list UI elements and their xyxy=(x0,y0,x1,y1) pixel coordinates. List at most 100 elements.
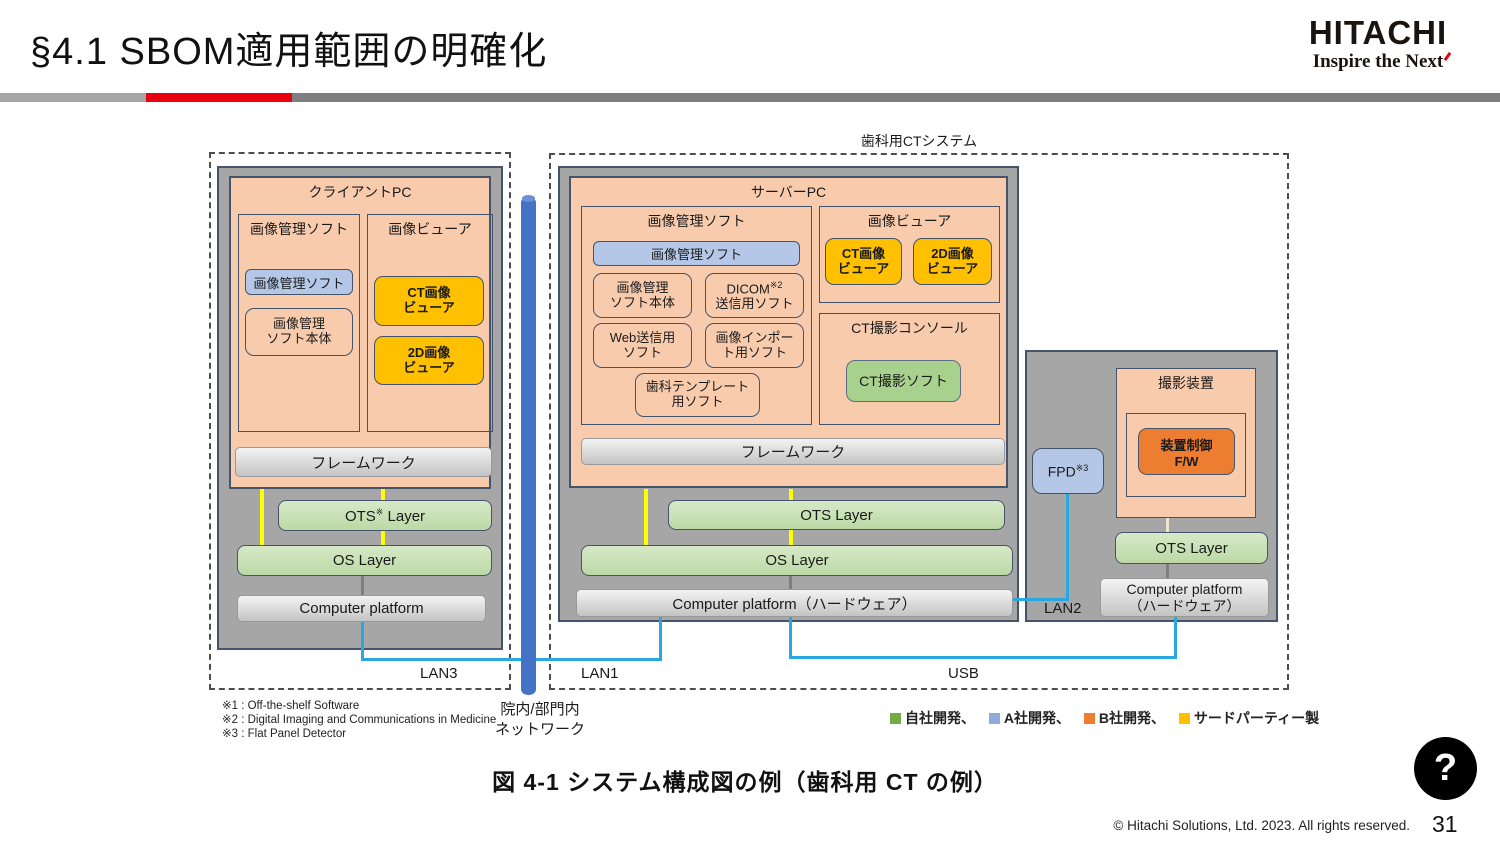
server-framework-box: フレームワーク xyxy=(581,438,1005,465)
lan3-lan1-line-horizontal xyxy=(361,658,662,661)
server-image-mgmt-main-box: 画像管理 ソフト本体 xyxy=(593,273,692,318)
client-image-viewer-group: 画像ビューア xyxy=(367,214,493,432)
client-platform-box: Computer platform xyxy=(237,595,486,622)
server-dental-template-l2: 用ソフト xyxy=(671,394,724,409)
legend-swatch-inhouse xyxy=(890,713,901,724)
client-image-mgmt-main-l1: 画像管理 xyxy=(272,316,325,332)
server-platform-box: Computer platform（ハードウェア） xyxy=(576,589,1013,617)
legend-label-thirdparty: サードパーティー製 xyxy=(1193,710,1320,726)
usb-line-vertical-right xyxy=(1174,617,1177,659)
question-mark-icon: ? xyxy=(1433,747,1458,789)
device-control-fw-box: 装置制御 F/W xyxy=(1138,428,1235,475)
legend-swatch-company-b xyxy=(1083,713,1095,724)
device-fpd-footnote-mark: ※3 xyxy=(1075,462,1089,473)
fpd-line-vertical xyxy=(1066,494,1069,601)
server-framework-label: フレームワーク xyxy=(740,444,846,461)
client-ots-label-suffix: Layer xyxy=(383,507,426,525)
hospital-network-label-l1: 院内/部門内 xyxy=(500,701,580,718)
header-bar-dark xyxy=(292,93,1500,102)
server-image-mgmt-main-l1: 画像管理 xyxy=(616,279,669,295)
usb-label: USB xyxy=(948,665,979,682)
server-2d-viewer-l1: 2D画像 xyxy=(931,245,974,261)
hitachi-logo: HITACHI Inspire the Next xyxy=(1283,16,1473,73)
lan2-label: LAN2 xyxy=(1044,600,1082,617)
lan1-label: LAN1 xyxy=(581,665,619,682)
system-label: 歯科用CTシステム xyxy=(860,133,978,149)
device-ots-label: OTS Layer xyxy=(1155,539,1228,557)
device-connector-cream xyxy=(1166,518,1169,532)
fpd-line-horizontal xyxy=(1013,598,1069,601)
hospital-network-label-l2: ネットワーク xyxy=(494,721,585,739)
client-ots-label: OTS xyxy=(344,507,376,525)
usb-line-vertical-left xyxy=(789,617,792,659)
client-2d-viewer-l2: ビューア xyxy=(403,359,455,375)
client-2d-viewer-l1: 2D画像 xyxy=(407,344,451,360)
lan3-label: LAN3 xyxy=(420,665,458,682)
client-ct-viewer-box: CT画像 ビューア xyxy=(374,276,484,326)
device-platform-l2: （ハードウェア） xyxy=(1128,597,1241,614)
server-ct-console-group: CT撮影コンソール xyxy=(819,313,1000,425)
server-image-mgmt-group: 画像管理ソフト xyxy=(581,206,812,425)
hospital-network-label: 院内/部門内 ネットワーク xyxy=(465,700,615,741)
logo-tagline: Inspire the Next xyxy=(1312,51,1444,72)
figure-caption: 図 4-1 システム構成図の例（歯科用 CT の例） xyxy=(492,769,998,795)
system-dashed-boundary xyxy=(549,153,1289,690)
server-image-mgmt-soft-label: 画像管理ソフト xyxy=(650,247,742,262)
server-ct-viewer-box: CT画像 ビューア xyxy=(825,238,902,285)
device-inner-box xyxy=(1126,413,1246,497)
server-image-import-l2: ト用ソフト xyxy=(721,344,787,360)
legend-swatch-company-a xyxy=(988,713,1000,724)
server-dental-template-box: 歯科テンプレート 用ソフト xyxy=(635,373,760,417)
server-image-import-box: 画像インポー ト用ソフト xyxy=(705,323,804,368)
server-dicom-l1: DICOM xyxy=(726,281,770,297)
client-framework-box: フレームワーク xyxy=(235,447,492,477)
footnotes: ※1 : Off-the-shelf Software ※2 : Digital… xyxy=(222,699,496,741)
server-web-send-l1: Web送信用 xyxy=(609,329,676,345)
client-connector-gray xyxy=(361,576,364,595)
lan3-line-vertical xyxy=(361,622,364,661)
server-ct-console-label: CT撮影コンソール xyxy=(851,320,968,336)
server-dicom-box: DICOM※2 送信用ソフト xyxy=(705,273,804,318)
usb-line-horizontal xyxy=(789,656,1177,659)
client-ots-layer-box: OTS※ Layer xyxy=(278,500,492,531)
server-image-viewer-group-label: 画像ビューア xyxy=(867,213,952,229)
device-capture-unit-label: 撮影装置 xyxy=(1158,375,1214,391)
client-dashed-boundary xyxy=(209,152,511,690)
client-pc-title: クライアントPC xyxy=(308,184,412,200)
legend-label-inhouse: 自社開発、 xyxy=(905,710,975,726)
server-image-mgmt-group-label: 画像管理ソフト xyxy=(647,213,746,229)
footnote-3: ※3 : Flat Panel Detector xyxy=(222,728,347,741)
client-platform-label: Computer platform xyxy=(299,600,424,617)
server-2d-viewer-l2: ビューア xyxy=(926,260,979,276)
page-title: §4.1 SBOM適用範囲の明確化 xyxy=(30,31,548,73)
footnote-2: ※2 : Digital Imaging and Communications … xyxy=(222,714,497,727)
server-os-label: OS Layer xyxy=(765,552,829,569)
server-ct-capture-soft-label: CT撮影ソフト xyxy=(859,373,948,389)
server-ct-viewer-l1: CT画像 xyxy=(841,245,886,261)
client-ct-viewer-l1: CT画像 xyxy=(407,285,451,301)
client-connector-yellow-left xyxy=(260,489,264,546)
server-image-import-l1: 画像インポー xyxy=(715,329,794,345)
device-connector-gray xyxy=(1166,564,1169,578)
page-number: 31 xyxy=(1432,811,1458,837)
server-image-mgmt-main-l2: ソフト本体 xyxy=(609,294,675,310)
server-platform-label: Computer platform（ハードウェア） xyxy=(672,595,917,613)
client-os-label: OS Layer xyxy=(332,552,397,569)
server-ots-layer-box: OTS Layer xyxy=(668,500,1005,530)
header-bar-red xyxy=(146,93,292,102)
copyright-text: © Hitachi Solutions, Ltd. 2023. All righ… xyxy=(1113,818,1410,833)
client-image-mgmt-main-box: 画像管理 ソフト本体 xyxy=(245,308,353,356)
device-control-fw-l1: 装置制御 xyxy=(1160,437,1213,453)
server-ct-viewer-l2: ビューア xyxy=(837,260,890,276)
hospital-network-cylinder xyxy=(521,195,536,695)
device-control-fw-l2: F/W xyxy=(1174,453,1199,469)
server-connector-gray xyxy=(789,576,792,589)
client-ct-viewer-l2: ビューア xyxy=(403,300,455,315)
help-button[interactable]: ? xyxy=(1414,737,1477,800)
server-web-send-l2: ソフト xyxy=(622,344,662,360)
footnote-1: ※1 : Off-the-shelf Software xyxy=(222,700,360,712)
device-platform-l1: Computer platform xyxy=(1126,580,1243,597)
client-2d-viewer-box: 2D画像 ビューア xyxy=(374,336,484,385)
legend-label-company-a: A社開発、 xyxy=(1003,710,1071,726)
